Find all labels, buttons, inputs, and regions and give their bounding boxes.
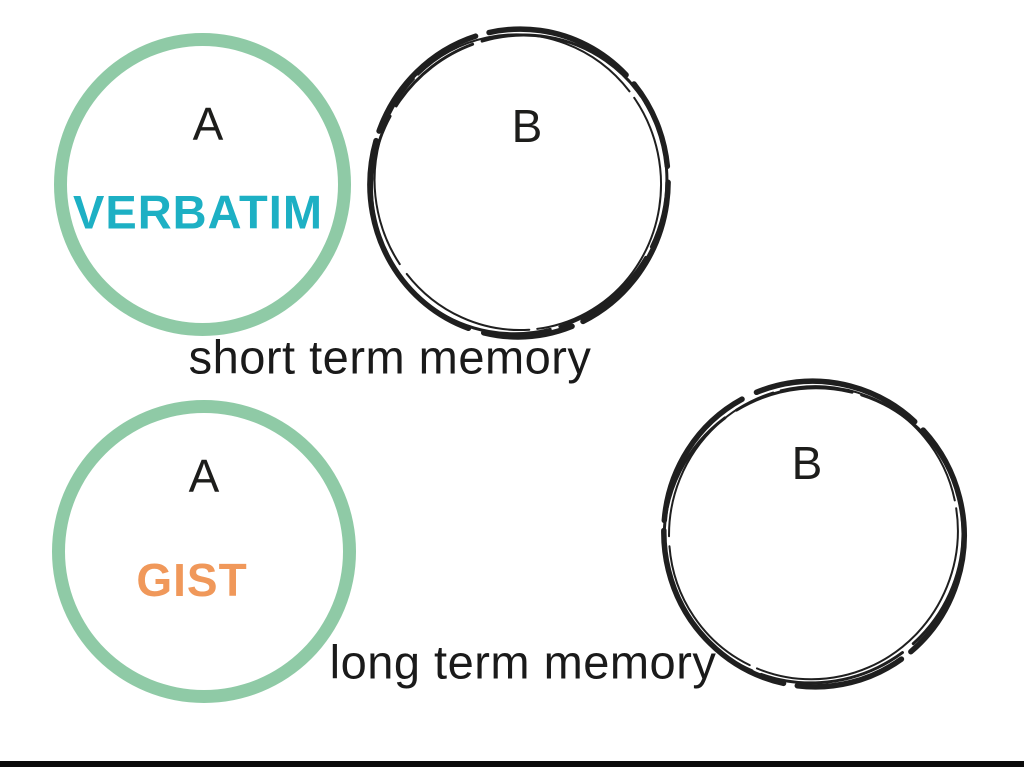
short-term-label-a: A xyxy=(192,98,224,150)
long-term-label-a: A xyxy=(188,450,220,502)
long-term-caption: long term memory xyxy=(329,635,717,689)
short-term-circle-b-icon xyxy=(367,26,671,340)
bottom-divider xyxy=(0,761,1024,767)
verbatim-keyword: VERBATIM xyxy=(73,185,323,239)
long-term-circle-a-icon xyxy=(52,400,356,703)
long-term-circle-b-icon xyxy=(661,378,967,690)
short-term-label-b: B xyxy=(511,100,543,152)
gist-keyword: GIST xyxy=(136,554,248,606)
long-term-label-b: B xyxy=(791,437,823,489)
